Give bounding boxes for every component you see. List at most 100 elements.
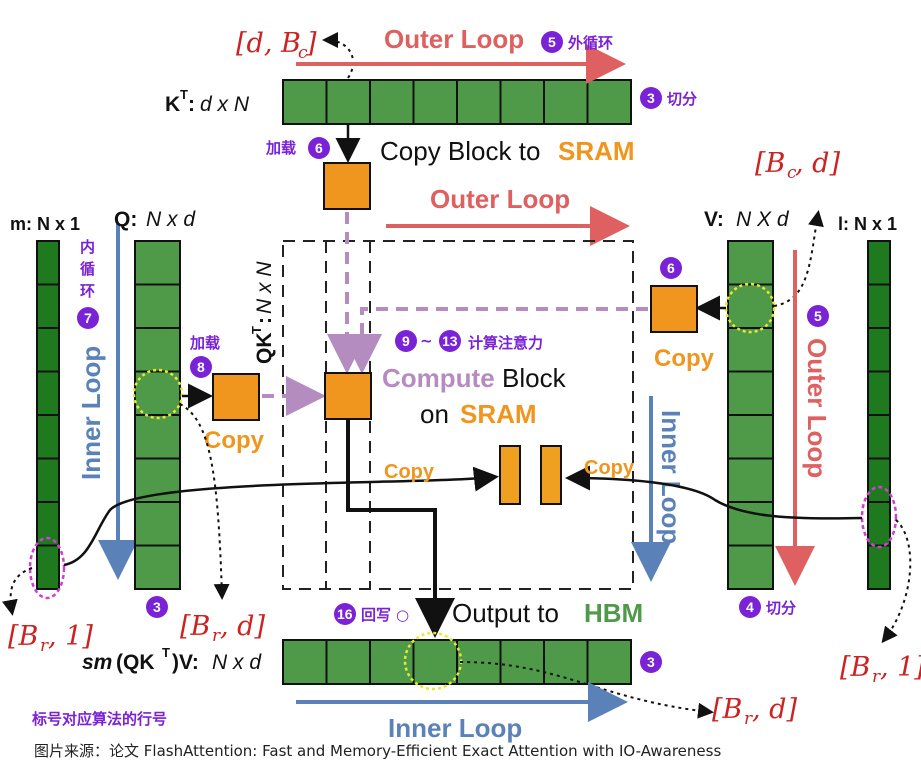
v-block (727, 240, 774, 286)
svg-text:r: r (744, 709, 753, 729)
svg-text:13: 13 (442, 333, 458, 349)
inner-loop-mid-label: Inner Loop (656, 410, 686, 544)
copy-left-label: Copy (384, 461, 435, 483)
load-top-cn: 加载 (265, 139, 296, 157)
Bcd-label: [B c , d] (755, 148, 840, 183)
m-to-bar-curve (63, 466, 499, 567)
m-cell (36, 370, 60, 416)
q-block (134, 240, 181, 286)
svg-text:16: 16 (337, 606, 353, 622)
Brd-q-label: [B r , d] (180, 611, 265, 646)
q-block (134, 414, 181, 460)
l-label: l: N x 1 (838, 214, 897, 234)
kt-dotted-pointer (322, 32, 354, 79)
badge-write-back: 16 (334, 603, 356, 625)
svg-text:on: on (420, 399, 449, 429)
svg-text:r: r (872, 667, 881, 687)
inner-loop-cn: 内 循 环 (80, 238, 95, 300)
output-block (325, 639, 371, 685)
svg-text:, 1]: , 1] (880, 652, 921, 683)
copy-block-to-sram: Copy Block to SRAM (380, 136, 635, 166)
copy-v-label: Copy (654, 345, 715, 372)
out-label: sm (QK T )V: N x d (82, 645, 262, 674)
badge-outer-loop: 5 (541, 31, 563, 53)
q-dotted-pointer (179, 403, 230, 600)
svg-text:SRAM: SRAM (460, 399, 537, 429)
v-sram-block (650, 285, 698, 333)
output-matrix (282, 639, 632, 685)
svg-text:T: T (162, 645, 170, 660)
svg-text:c: c (298, 43, 308, 63)
l-cell (867, 501, 891, 547)
svg-text:[B: [B (712, 694, 742, 725)
m-cell (36, 414, 60, 460)
outer-loop-cn: 外循环 (567, 34, 613, 52)
l-to-bar-curve (565, 465, 863, 520)
svg-text:5: 5 (548, 34, 556, 50)
svg-text:Outer Loop: Outer Loop (802, 338, 832, 478)
svg-text:4: 4 (746, 599, 754, 615)
l-cell (867, 370, 891, 416)
output-block (543, 639, 589, 685)
output-to-hbm: Output to HBM (452, 598, 643, 628)
kt-block (543, 79, 589, 125)
svg-text:[d, B: [d, B (236, 28, 301, 59)
svg-text:N X d: N X d (736, 208, 790, 231)
badge-split-top: 3 (640, 87, 662, 109)
outer-loop-top-label: Outer Loop (384, 24, 524, 54)
m-cell (36, 457, 60, 503)
kt-label: K T : d x N (165, 87, 250, 116)
svg-text:3: 3 (647, 90, 655, 106)
v-block (727, 283, 774, 329)
m-cell (36, 240, 60, 286)
svg-text:[B: [B (840, 652, 870, 683)
m-highlight (28, 536, 66, 600)
legend-cn: 标号对应算法的行号 (31, 710, 167, 728)
kt-block (325, 79, 371, 125)
svg-text:7: 7 (84, 310, 92, 326)
svg-text:9: 9 (402, 333, 410, 349)
Brd-out-label: [B r , d] (712, 694, 797, 729)
v-block (727, 327, 774, 373)
l-highlight (860, 485, 898, 549)
kt-block (412, 79, 458, 125)
kt-block (586, 79, 632, 125)
svg-text:Q:: Q: (114, 208, 137, 231)
copy-right-label: Copy (584, 457, 635, 479)
kt-block (499, 79, 545, 125)
q-block (134, 327, 181, 373)
outer-loop-mid-label: Outer Loop (430, 184, 570, 214)
svg-text:6: 6 (315, 140, 323, 156)
badge-load-q: 8 (190, 356, 212, 378)
l-vector (867, 240, 891, 590)
kt-block (456, 79, 502, 125)
outer-loop-right-label: Outer Loop (802, 338, 832, 478)
source-caption: 图片来源：论文 FlashAttention: Fast and Memory-… (34, 742, 721, 760)
q-block (134, 544, 181, 590)
compute-attention-cn: 计算注意力 (468, 334, 543, 352)
m-sram-bar (499, 445, 521, 505)
svg-text:sm: sm (82, 651, 112, 674)
svg-text:SRAM: SRAM (558, 136, 635, 166)
svg-text:r: r (212, 626, 221, 646)
m-cell (36, 283, 60, 329)
m-cell (36, 544, 60, 590)
output-highlight (403, 631, 463, 691)
svg-text::: : (253, 317, 276, 324)
svg-text:Compute: Compute (382, 363, 495, 393)
svg-text:5: 5 (814, 308, 822, 324)
svg-text:r: r (40, 636, 49, 656)
v-block (727, 370, 774, 416)
q-block (134, 501, 181, 547)
v-block (727, 414, 774, 460)
l-sram-bar (540, 445, 562, 505)
svg-text:[B: [B (755, 148, 785, 179)
svg-text:, d]: , d] (795, 148, 840, 179)
compute-sram-block (324, 372, 372, 420)
badge-load-top: 6 (308, 137, 330, 159)
output-block (586, 639, 632, 685)
l-cell (867, 544, 891, 590)
v-block (727, 544, 774, 590)
qkt-region (282, 240, 634, 590)
svg-text:T: T (249, 326, 264, 334)
